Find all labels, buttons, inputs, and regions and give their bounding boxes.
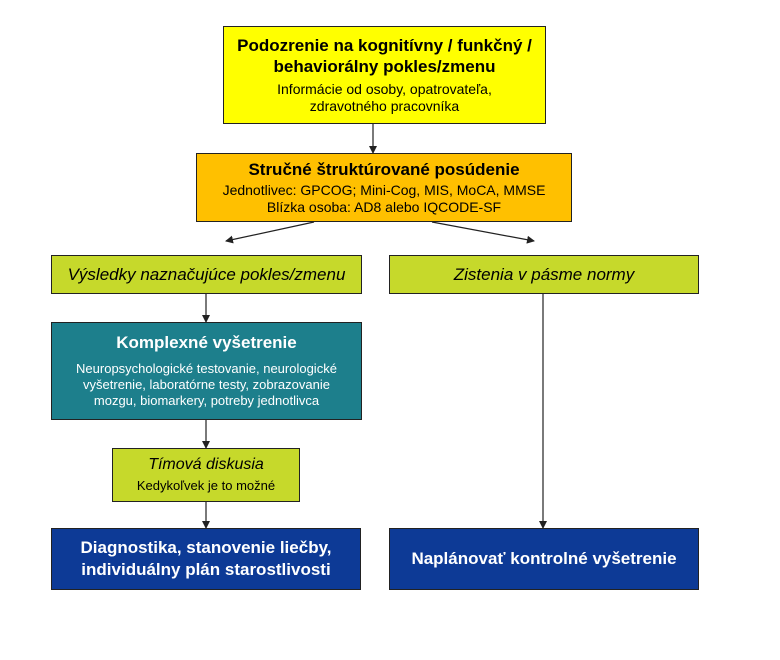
diagnostics-line2: individuálny plán starostlivosti (81, 560, 331, 579)
assessment-box: Stručné štruktúrované posúdenie Jednotli… (196, 153, 572, 222)
assessment-title: Stručné štruktúrované posúdenie (248, 160, 520, 179)
diagnostics-line1: Diagnostika, stanovenie liečby, (80, 538, 332, 557)
decline-result-box: Výsledky naznačujúce pokles/zmenu (51, 255, 362, 294)
team-discussion-box: Tímová diskusia Kedykoľvek je to možné (112, 448, 300, 502)
team-discussion-sub: Kedykoľvek je to možné (136, 478, 276, 493)
complex-exam-box: Komplexné vyšetrenie Neuropsychologické … (51, 322, 362, 420)
arrow-assessment-to-decline (225, 221, 315, 244)
follow-up-box: Naplánovať kontrolné vyšetrenie (389, 528, 699, 590)
suspicion-sub-line1: Informácie od osoby, opatrovateľa, (277, 81, 492, 97)
suspicion-box: Podozrenie na kognitívny / funkčný / beh… (223, 26, 546, 124)
suspicion-title-line1: Podozrenie na kognitívny / funkčný / (237, 36, 532, 55)
suspicion-title-line2: behaviorálny pokles/zmenu (273, 57, 496, 76)
complex-exam-title: Komplexné vyšetrenie (116, 333, 297, 352)
complex-exam-line2: vyšetrenie, laboratórne testy, zobrazova… (83, 377, 330, 392)
assessment-line2: Blízka osoba: AD8 alebo IQCODE-SF (266, 199, 502, 215)
diagnostics-box: Diagnostika, stanovenie liečby, individu… (51, 528, 361, 590)
complex-exam-line3: mozgu, biomarkery, potreby jednotlivca (93, 393, 320, 408)
follow-up-label: Naplánovať kontrolné vyšetrenie (411, 549, 677, 568)
suspicion-sub-line2: zdravotného pracovníka (309, 98, 460, 114)
normal-result-label: Zistenia v pásme normy (453, 264, 635, 284)
complex-exam-line1: Neuropsychologické testovanie, neurologi… (76, 361, 337, 376)
assessment-line1: Jednotlivec: GPCOG; Mini-Cog, MIS, MoCA,… (222, 182, 546, 198)
decline-result-label: Výsledky naznačujúce pokles/zmenu (67, 264, 346, 284)
normal-result-box: Zistenia v pásme normy (389, 255, 699, 294)
arrow-assessment-to-normal (431, 221, 535, 244)
team-discussion-title: Tímová diskusia (148, 456, 264, 473)
